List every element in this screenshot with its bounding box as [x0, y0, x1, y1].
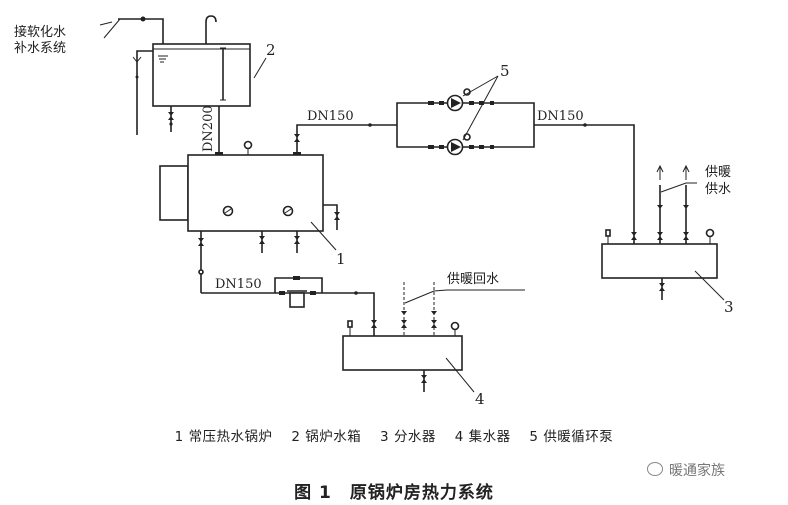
component-number-4: 4: [475, 390, 485, 408]
watermark-text: 暖通家族: [669, 463, 725, 479]
heating-supply-label-line1: 供暖: [705, 165, 731, 180]
dn150-boiler-outlet-label: DN150: [307, 109, 354, 124]
return-main-pipe: [201, 292, 375, 336]
funnel-icon: [132, 56, 142, 63]
pump-outlet-pipe: [534, 124, 635, 244]
collector-body: [342, 335, 463, 371]
component-legend: 1 常压热水锅炉 2 锅炉水箱 3 分水器 4 集水器 5 供暖循环泵: [0, 425, 788, 445]
component-number-1: 1: [336, 250, 346, 268]
figure-title: 原锅炉房热力系统: [349, 483, 494, 503]
watermark: 暖通家族: [647, 460, 725, 480]
supply-leader: [660, 182, 697, 193]
wechat-icon: [647, 462, 663, 476]
water-tank-body: [152, 43, 251, 107]
legend-item: 5 供暖循环泵: [529, 429, 614, 445]
dn200-label: DN200: [201, 105, 216, 152]
heating-supply-label-line2: 供水: [705, 182, 731, 197]
component-number-3: 3: [724, 298, 734, 316]
return-leader: [404, 289, 525, 304]
dn150-pump-outlet-label: DN150: [537, 109, 584, 124]
leader-3: [694, 270, 725, 301]
distributor-body: [601, 243, 718, 279]
water-distributor: 供暖 供水 3: [601, 164, 734, 316]
atmospheric-hot-water-boiler: 1: [159, 140, 346, 268]
overflow-pipe: [136, 50, 153, 135]
tank-drain-valve-icon: [168, 112, 174, 120]
figure-number: 图 1: [294, 483, 332, 503]
leader-5b: [462, 75, 499, 141]
leader-1: [310, 221, 337, 251]
leader-5a: [462, 75, 499, 97]
makeup-label-line2: 补水系统: [14, 41, 66, 56]
heating-return-label: 供暖回水: [447, 272, 499, 287]
dn150-return-label: DN150: [215, 277, 262, 292]
leader-2: [253, 57, 267, 79]
distributor-thermometer-icon: [605, 229, 611, 237]
legend-item: 2 锅炉水箱: [291, 429, 362, 445]
burner-box: [159, 165, 189, 221]
makeup-valve-icon: [140, 16, 146, 22]
legend-item: 4 集水器: [454, 429, 511, 445]
boiler-water-tank: DN200 2: [132, 15, 276, 155]
boiler-outlet-pipe: [296, 124, 397, 155]
makeup-arrow-line: [99, 21, 113, 26]
collector-gauge-icon: [450, 321, 460, 331]
figure-caption: 图 1 原锅炉房热力系统: [0, 478, 788, 503]
distributor-gauge-icon: [705, 228, 715, 238]
collector-thermometer-icon: [347, 320, 353, 328]
makeup-leader-line: [103, 18, 121, 39]
return-line: DN150: [198, 231, 377, 336]
boiler-pressure-gauge-icon: [243, 140, 253, 150]
supply-arrow-2-icon: [682, 164, 690, 180]
component-number-2: 2: [266, 41, 276, 59]
component-number-5: 5: [500, 62, 510, 80]
legend-item: 1 常压热水锅炉: [174, 429, 273, 445]
legend-item: 3 分水器: [380, 429, 436, 445]
makeup-pipe: [118, 18, 164, 45]
vent-pipe: [205, 15, 217, 44]
leader-4: [445, 357, 475, 393]
dirt-separator-icon: [289, 292, 305, 308]
boiler-side-pipe: [323, 204, 338, 230]
supply-main: DN150 5 DN150: [294, 62, 637, 244]
supply-arrow-1-icon: [656, 164, 664, 180]
water-collector: 供暖回水 4: [342, 272, 525, 408]
boiler-body: [187, 154, 324, 232]
makeup-label-line1: 接软化水: [14, 24, 66, 40]
